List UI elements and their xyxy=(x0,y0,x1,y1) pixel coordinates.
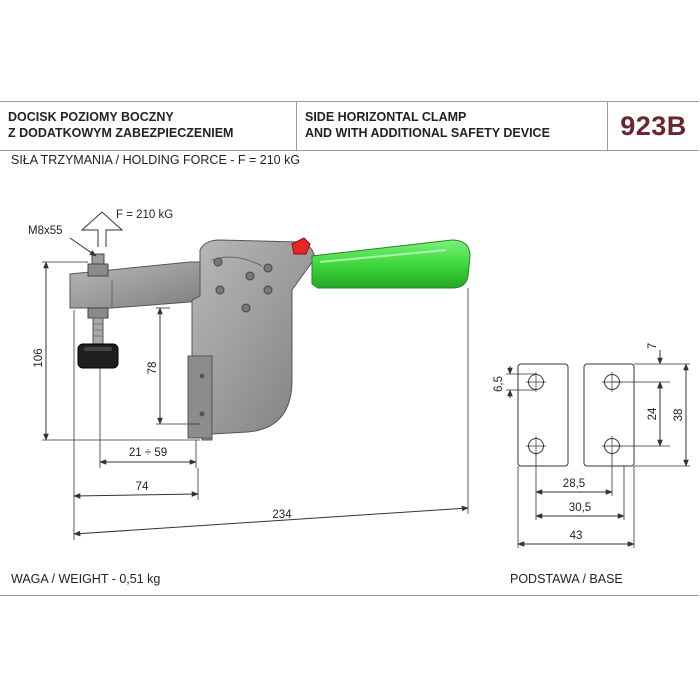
thread-label: M8x55 xyxy=(28,225,63,237)
drawing-sheet: DOCISK POZIOMY BOCZNY Z DODATKOWYM ZABEZ… xyxy=(0,101,699,596)
dim-7: 7 xyxy=(647,343,659,349)
pivot-2 xyxy=(245,271,255,281)
dim-24: 24 xyxy=(647,407,659,420)
dim-43: 43 xyxy=(570,530,583,542)
force-label: F = 210 kG xyxy=(116,209,173,221)
pivot-5 xyxy=(263,285,273,295)
safety-lever xyxy=(291,237,311,255)
title-polish: DOCISK POZIOMY BOCZNY Z DODATKOWYM ZABEZ… xyxy=(0,102,297,150)
holding-force-text: SIŁA TRZYMANIA / HOLDING FORCE - F = 210… xyxy=(11,153,301,167)
dim-106: 106 xyxy=(33,348,45,367)
spindle-thread xyxy=(92,317,104,345)
title-english: SIDE HORIZONTAL CLAMP AND WITH ADDITIONA… xyxy=(297,102,608,150)
clamp-illustration xyxy=(69,237,471,441)
clamp-base-plate xyxy=(187,355,213,439)
spindle-lower-nut xyxy=(87,307,109,319)
dim-28-5: 28,5 xyxy=(563,478,585,490)
spindle-top xyxy=(91,253,105,265)
weight-text: WAGA / WEIGHT - 0,51 kg xyxy=(11,572,161,586)
model-code: 923B xyxy=(620,111,687,141)
title-pl-line1: DOCISK POZIOMY BOCZNY xyxy=(8,110,174,124)
pivot-4 xyxy=(215,285,225,295)
title-en-line2: AND WITH ADDITIONAL SAFETY DEVICE xyxy=(305,126,550,140)
base-caption: PODSTAWA / BASE xyxy=(510,572,623,586)
pivot-6 xyxy=(241,303,251,313)
dim-78: 78 xyxy=(147,362,159,375)
dim-30-5: 30,5 xyxy=(569,502,591,514)
dim-21-59: 21 ÷ 59 xyxy=(129,447,167,459)
dim-234: 234 xyxy=(272,509,292,521)
base-right-plate xyxy=(583,363,635,467)
force-arrow xyxy=(80,211,124,247)
base-plate-drawing xyxy=(517,363,635,467)
clamp-handle xyxy=(311,239,471,289)
title-en-line1: SIDE HORIZONTAL CLAMP xyxy=(305,110,467,124)
dim-74: 74 xyxy=(136,481,149,493)
spindle-nut xyxy=(87,263,109,277)
title-pl-line2: Z DODATKOWYM ZABEZPIECZENIEM xyxy=(8,126,234,140)
model-code-cell: 923B xyxy=(608,102,699,150)
title-block: DOCISK POZIOMY BOCZNY Z DODATKOWYM ZABEZ… xyxy=(0,102,699,151)
dim-6-5: 6,5 xyxy=(493,376,505,392)
pivot-3 xyxy=(263,263,273,273)
dim-38: 38 xyxy=(673,409,685,422)
